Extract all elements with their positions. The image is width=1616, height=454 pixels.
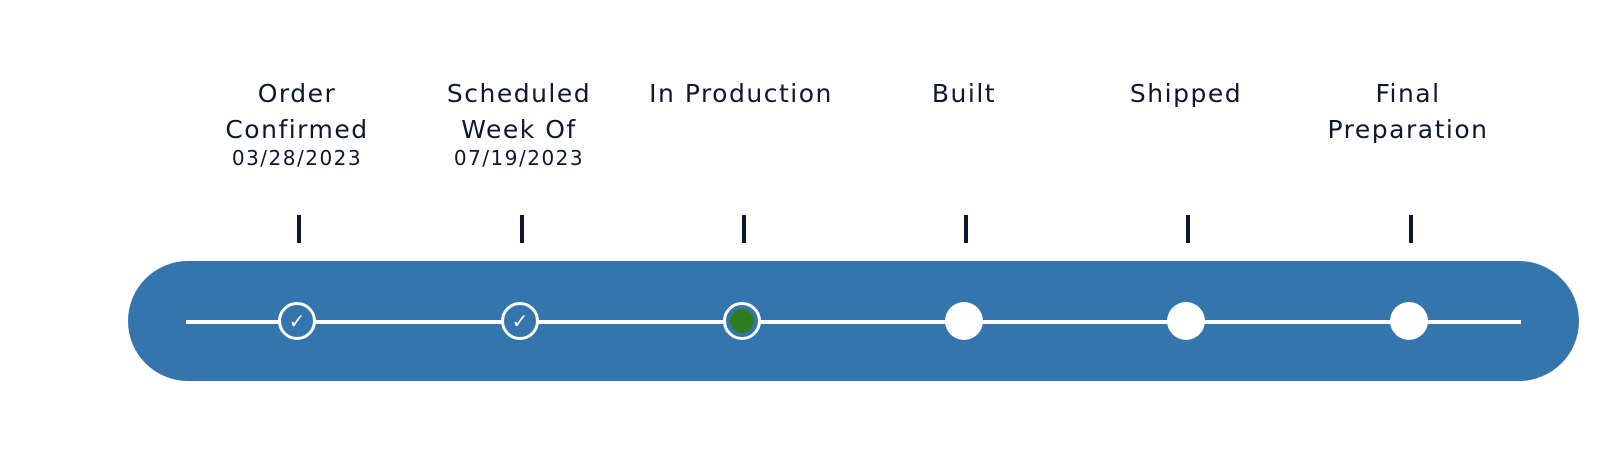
step-title: In Production (649, 79, 833, 108)
step-title: Built (931, 79, 997, 108)
step-title: Order Confirmed (225, 79, 369, 144)
step-tick (964, 215, 968, 243)
current-step-icon (723, 302, 761, 340)
step-tick (1186, 215, 1190, 243)
progress-rail (186, 320, 1521, 324)
step-tick (1409, 215, 1413, 243)
current-dot-icon (730, 309, 754, 333)
step-tick (297, 215, 301, 243)
step-label-built: Built (849, 76, 1079, 112)
step-tick (742, 215, 746, 243)
step-tick (520, 215, 524, 243)
step-date: 07/19/2023 (453, 146, 585, 170)
step-label-in-production: In Production (626, 76, 856, 112)
pending-dot-icon (1390, 302, 1428, 340)
pending-dot-icon (945, 302, 983, 340)
step-label-order-confirmed: Order Confirmed 03/28/2023 (182, 76, 412, 171)
step-title: Scheduled Week Of (446, 79, 592, 144)
check-icon: ✓ (501, 302, 539, 340)
pending-dot-icon (1167, 302, 1205, 340)
step-label-shipped: Shipped (1071, 76, 1301, 112)
step-title: Final Preparation (1327, 79, 1489, 144)
step-date: 03/28/2023 (231, 146, 363, 170)
check-icon: ✓ (278, 302, 316, 340)
step-label-final-preparation: Final Preparation (1293, 76, 1523, 148)
step-title: Shipped (1129, 79, 1243, 108)
step-label-scheduled: Scheduled Week Of 07/19/2023 (404, 76, 634, 171)
